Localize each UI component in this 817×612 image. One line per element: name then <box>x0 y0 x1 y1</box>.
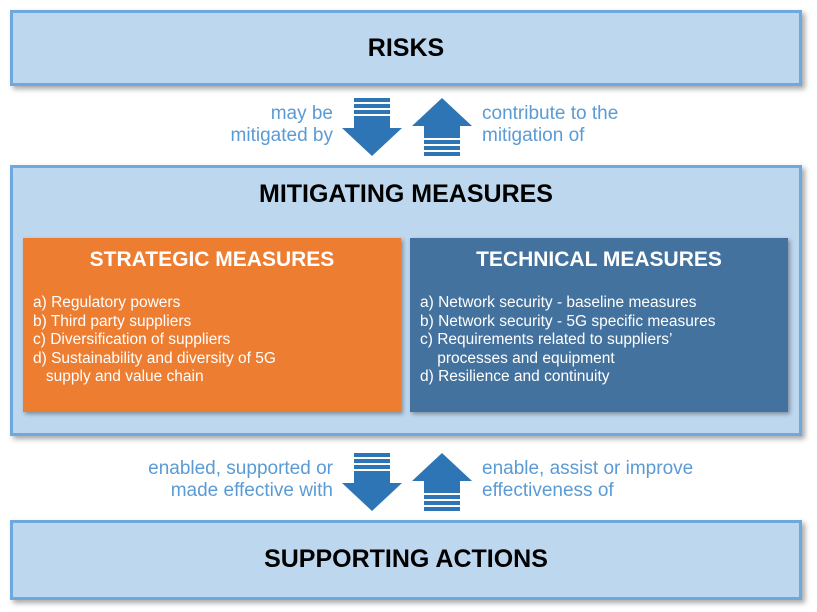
list-item: d) Sustainability and diversity of 5G <box>33 349 276 367</box>
supporting-actions-box: SUPPORTING ACTIONS <box>10 520 802 600</box>
supporting-actions-title: SUPPORTING ACTIONS <box>264 545 548 573</box>
strategic-measures-panel: STRATEGIC MEASURES a) Regulatory powers … <box>23 238 401 412</box>
up-arrow-icon <box>412 98 472 156</box>
enabled-by-line-1: enabled, supported or <box>148 458 333 479</box>
strategic-measures-title: STRATEGIC MEASURES <box>89 248 335 271</box>
enable-assist-line-2: effectiveness of <box>482 480 614 501</box>
list-item: processes and equipment <box>420 349 615 367</box>
mitigating-measures-box: MITIGATING MEASURES STRATEGIC MEASURES a… <box>10 165 802 436</box>
up-arrow-icon <box>412 453 472 511</box>
contribute-line-2: mitigation of <box>482 125 585 146</box>
list-item: a) Network security - baseline measures <box>420 294 697 311</box>
enable-assist-line-1: enable, assist or improve <box>482 458 694 479</box>
enabled-by-label: enabled, supported or made effective wit… <box>148 458 333 502</box>
technical-measures-list: a) Network security - baseline measures … <box>420 294 780 387</box>
strategic-measures-list: a) Regulatory powers b) Third party supp… <box>33 294 393 387</box>
mitigated-by-line-1: may be <box>270 103 333 124</box>
list-item: c) Requirements related to suppliers’ <box>420 331 673 348</box>
enabled-by-line-2: made effective with <box>170 480 333 501</box>
list-item: b) Network security - 5G specific measur… <box>420 312 716 330</box>
mitigating-measures-title: MITIGATING MEASURES <box>259 180 553 208</box>
list-item: d) Resilience and continuity <box>420 368 610 385</box>
mitigated-by-label: may be mitigated by <box>231 103 333 147</box>
mitigated-by-line-2: mitigated by <box>230 125 333 146</box>
technical-measures-panel: TECHNICAL MEASURES a) Network security -… <box>410 238 788 412</box>
list-item: a) Regulatory powers <box>33 294 181 311</box>
risks-box: RISKS <box>10 10 802 86</box>
risks-title: RISKS <box>367 34 445 62</box>
enable-assist-label: enable, assist or improve effectiveness … <box>482 458 693 502</box>
list-item: supply and value chain <box>33 368 204 385</box>
contribute-label: contribute to the mitigation of <box>482 103 618 147</box>
down-arrow-icon <box>342 98 402 156</box>
down-arrow-icon <box>342 453 402 511</box>
contribute-line-1: contribute to the <box>482 103 619 124</box>
list-item: b) Third party suppliers <box>33 312 192 330</box>
technical-measures-title: TECHNICAL MEASURES <box>476 248 722 271</box>
list-item: c) Diversification of suppliers <box>33 331 231 348</box>
